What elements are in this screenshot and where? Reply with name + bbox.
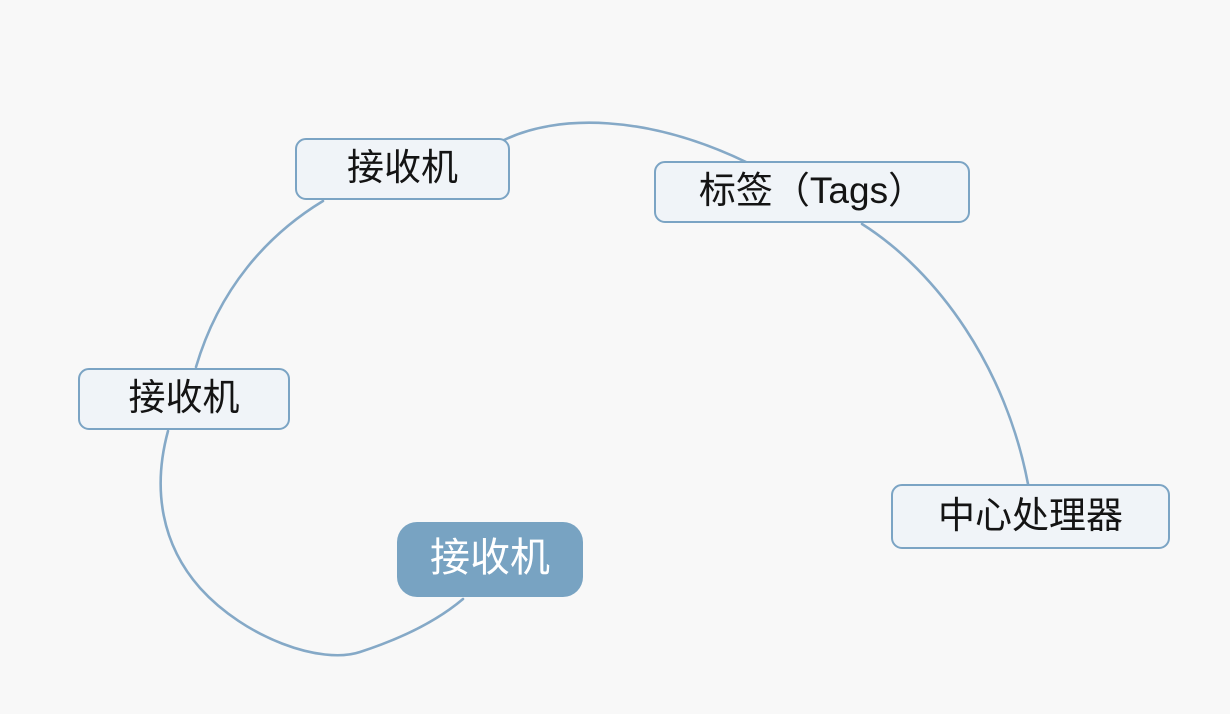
node-receiver-top-label: 接收机: [347, 147, 458, 188]
node-tags[interactable]: 标签（Tags）: [654, 161, 970, 223]
connector-tags-to-central-processor: [860, 222, 1030, 486]
node-receiver-bottom-label: 接收机: [430, 536, 550, 580]
node-receiver-top[interactable]: 接收机: [295, 138, 510, 200]
node-central-processor[interactable]: 中心处理器: [891, 484, 1170, 549]
node-receiver-bottom[interactable]: 接收机: [397, 522, 583, 597]
connector-receiver-top-to-tags: [500, 121, 748, 164]
node-tags-label: 标签（Tags）: [698, 170, 926, 211]
node-receiver-left-label: 接收机: [128, 377, 240, 418]
connector-receiver-top-to-receiver-left: [194, 199, 325, 369]
node-receiver-left[interactable]: 接收机: [78, 368, 290, 430]
node-central-processor-label: 中心处理器: [938, 494, 1123, 536]
connector-receiver-left-to-receiver-bottom: [159, 429, 465, 657]
